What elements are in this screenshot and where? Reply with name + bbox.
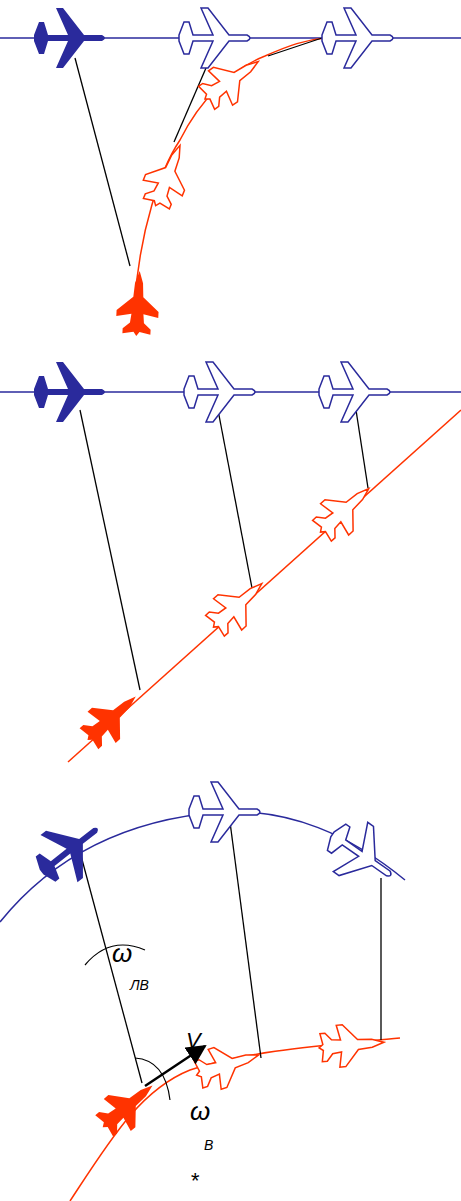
angular-rate-symbol: ω: [190, 1098, 210, 1124]
angular-rate-subscript: ЛВ: [130, 978, 149, 992]
pursuit-curve: [135, 38, 325, 300]
angular-rate-symbol: ω: [112, 940, 132, 966]
velocity-label: V: [186, 1030, 201, 1052]
asterisk-note: *: [190, 1170, 199, 1192]
angular-rate-subscript: В: [204, 1138, 213, 1152]
